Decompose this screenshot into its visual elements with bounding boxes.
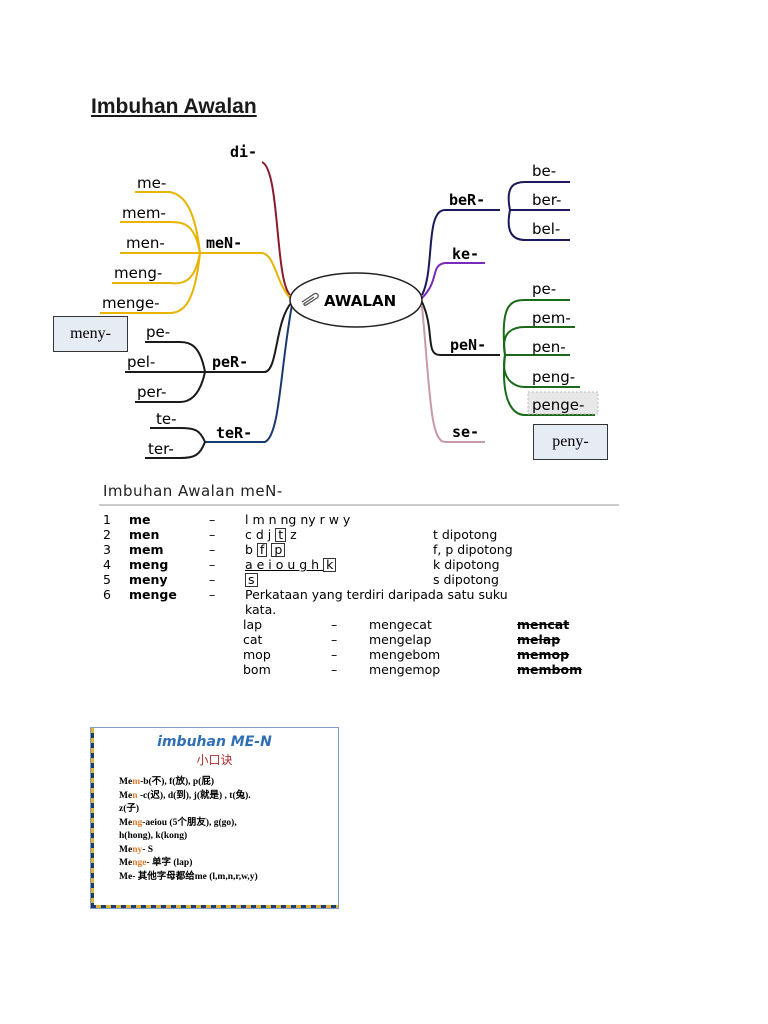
card-line: Menge- 单字 (lap)	[119, 858, 193, 868]
center-label: AWALAN	[324, 292, 396, 310]
branch-se: se-	[452, 423, 479, 441]
child-pe: pe-	[146, 323, 170, 341]
added-label-meny: meny-	[53, 316, 128, 352]
child-be: be-	[532, 162, 556, 180]
card-line: Me- 其他字母都给me (l,m,n,r,w,y)	[119, 871, 258, 882]
mnemonic-card: imbuhan ME-N 小口诀 Mem-b(不), f(放), p(屁) Me…	[90, 727, 339, 909]
men-prefix-table: Imbuhan Awalan meN- 1 me – l m n ng ny r…	[99, 480, 619, 677]
table-row: 2 men – c d j t z t dipotong	[103, 527, 498, 542]
card-title: imbuhan ME-N	[157, 734, 272, 750]
boxed-letter: f	[256, 543, 268, 557]
card-subtitle: 小口诀	[196, 753, 233, 767]
child-men: men-	[126, 234, 165, 252]
child-pen2: pen-	[532, 338, 566, 356]
center-node	[289, 272, 423, 328]
paperclip-icon	[301, 292, 319, 306]
branch-per: peR-	[212, 353, 248, 371]
table-row: 6 menge – Perkataan yang terdiri daripad…	[103, 587, 508, 602]
card-lines: Mem-b(不), f(放), p(屁) Men -c(迟), d(到), j(…	[119, 776, 338, 884]
boxed-letter: p	[271, 543, 286, 557]
boxed-letter: k	[323, 558, 337, 572]
branch-ter: teR-	[216, 424, 252, 442]
boxed-letter: s	[245, 573, 258, 587]
child-pem: pem-	[532, 309, 571, 327]
branch-ke: ke-	[452, 245, 479, 263]
child-pel: pel-	[127, 353, 155, 371]
child-te: te-	[156, 410, 177, 428]
branch-ber: beR-	[449, 191, 485, 209]
table-row: 5 meny – s s dipotong	[103, 572, 499, 587]
card-line: h(hong), k(kong)	[119, 831, 188, 841]
child-peng: peng-	[532, 368, 575, 386]
child-bel: bel-	[532, 220, 560, 238]
boxed-letter: t	[275, 528, 287, 542]
child-meng: meng-	[114, 264, 162, 282]
child-mem: mem-	[122, 204, 166, 222]
card-line: Meng-aeiou (5个朋友), g(go),	[119, 817, 237, 828]
child-ber2: ber-	[532, 191, 561, 209]
row6-cont: kata.	[245, 602, 277, 617]
card-line: z(子)	[119, 804, 140, 814]
page-title: Imbuhan Awalan	[91, 95, 257, 118]
card-line: Men -c(迟), d(到), j(就是) , t(兔).	[119, 790, 251, 801]
table-title: Imbuhan Awalan meN-	[99, 480, 619, 506]
added-label-peny: peny-	[533, 424, 608, 460]
card-line: Meny- S	[119, 844, 154, 855]
child-pe2: pe-	[532, 280, 556, 298]
branch-men: meN-	[206, 234, 242, 252]
table-row: 4 meng – a e i o u g h k k dipotong	[103, 557, 500, 572]
table-row: 3 mem – b f p f, p dipotong	[103, 542, 513, 557]
card-line: Mem-b(不), f(放), p(屁)	[119, 777, 214, 787]
branch-di: di-	[230, 143, 257, 161]
mind-map: AWALAN di- meN- peR- teR- beR- ke- peN- …	[100, 143, 599, 459]
table-row: 1 me – l m n ng ny r w y	[103, 512, 351, 527]
child-per: per-	[137, 383, 166, 401]
branch-pen: peN-	[450, 336, 486, 354]
child-ter: ter-	[148, 440, 174, 458]
child-penge: penge-	[532, 396, 584, 414]
child-me: me-	[137, 174, 166, 192]
child-menge: menge-	[102, 294, 160, 312]
